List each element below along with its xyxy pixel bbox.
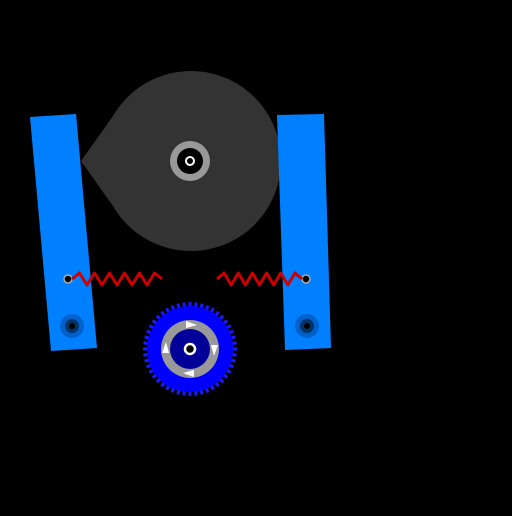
- gear: [143, 302, 237, 396]
- right-arm-body: [277, 114, 331, 350]
- left-spring-anchor: [63, 274, 73, 284]
- right-spring-coil: [216, 271, 303, 287]
- rotation-arrows: [162, 321, 218, 377]
- gear-axle: [183, 342, 197, 356]
- right-spring: [216, 271, 311, 287]
- left-arm: [30, 114, 97, 351]
- left-spring: [63, 271, 163, 287]
- left-spring-coil: [71, 271, 163, 287]
- cam: [81, 70, 281, 251]
- right-arm-pivot: [295, 314, 319, 338]
- cam-hub-core: [177, 148, 203, 174]
- left-arm-pivot: [60, 314, 84, 338]
- cam-axle: [185, 156, 195, 166]
- arrow-left-icon: [162, 342, 169, 353]
- arrow-right-icon: [211, 345, 218, 356]
- arrow-bottom-icon: [183, 370, 194, 377]
- arrow-top-icon: [186, 321, 197, 328]
- right-spring-anchor: [301, 274, 311, 284]
- left-arm-body: [30, 114, 97, 351]
- right-arm: [277, 114, 331, 350]
